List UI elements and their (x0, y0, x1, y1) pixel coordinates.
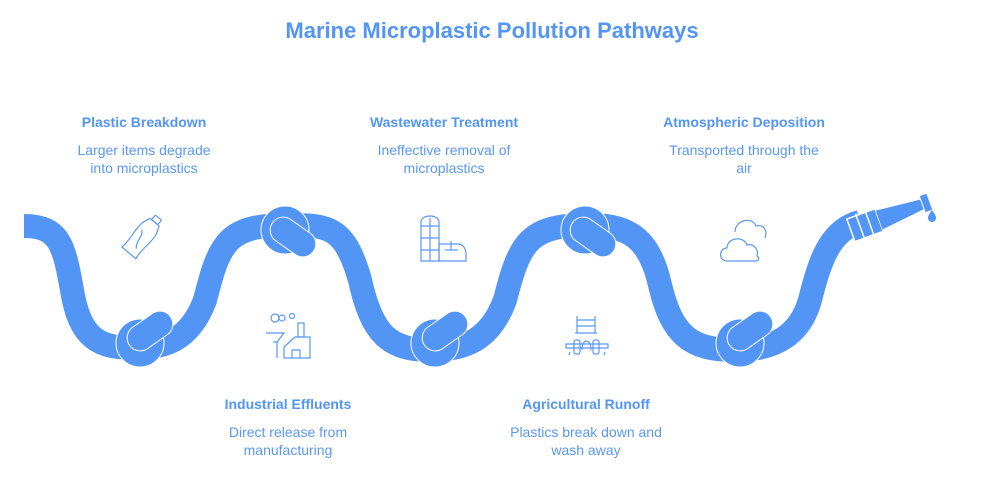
knot-4 (560, 205, 617, 258)
step-title: Wastewater Treatment (369, 114, 519, 130)
knot-1 (115, 310, 174, 368)
hose-nozzle-icon (845, 192, 934, 243)
step-title: Plastic Breakdown (81, 114, 207, 130)
step-plastic-breakdown: Plastic Breakdown Larger items degrade i… (44, 114, 244, 177)
factory-filter-icon (266, 312, 311, 359)
step-description: Plastics break down and wash away (510, 424, 662, 458)
step-description: Direct release from manufacturing (228, 424, 348, 458)
irrigation-sprinkler-icon (565, 316, 609, 356)
water-drop-icon (928, 210, 936, 222)
step-title: Industrial Effluents (224, 396, 352, 412)
step-atmospheric-deposition: Atmospheric Deposition Transported throu… (644, 114, 844, 177)
step-description: Transported through the air (669, 142, 819, 176)
step-industrial-effluents: Industrial Effluents Direct release from… (188, 396, 388, 459)
knot-3 (410, 310, 469, 368)
step-wastewater-treatment: Wastewater Treatment Ineffective removal… (344, 114, 544, 177)
step-title: Agricultural Runoff (522, 396, 650, 412)
step-agricultural-runoff: Agricultural Runoff Plastics break down … (486, 396, 686, 459)
treatment-plant-icon (420, 215, 467, 262)
step-description: Ineffective removal of microplastics (377, 142, 511, 176)
step-title: Atmospheric Deposition (663, 114, 825, 130)
step-description: Larger items degrade into microplastics (77, 142, 211, 176)
knot-2 (260, 205, 317, 258)
clouds-icon (720, 219, 767, 262)
crumpled-bottle-icon (121, 214, 162, 260)
diagram-title: Marine Microplastic Pollution Pathways (285, 18, 699, 43)
knot-5 (715, 310, 774, 368)
